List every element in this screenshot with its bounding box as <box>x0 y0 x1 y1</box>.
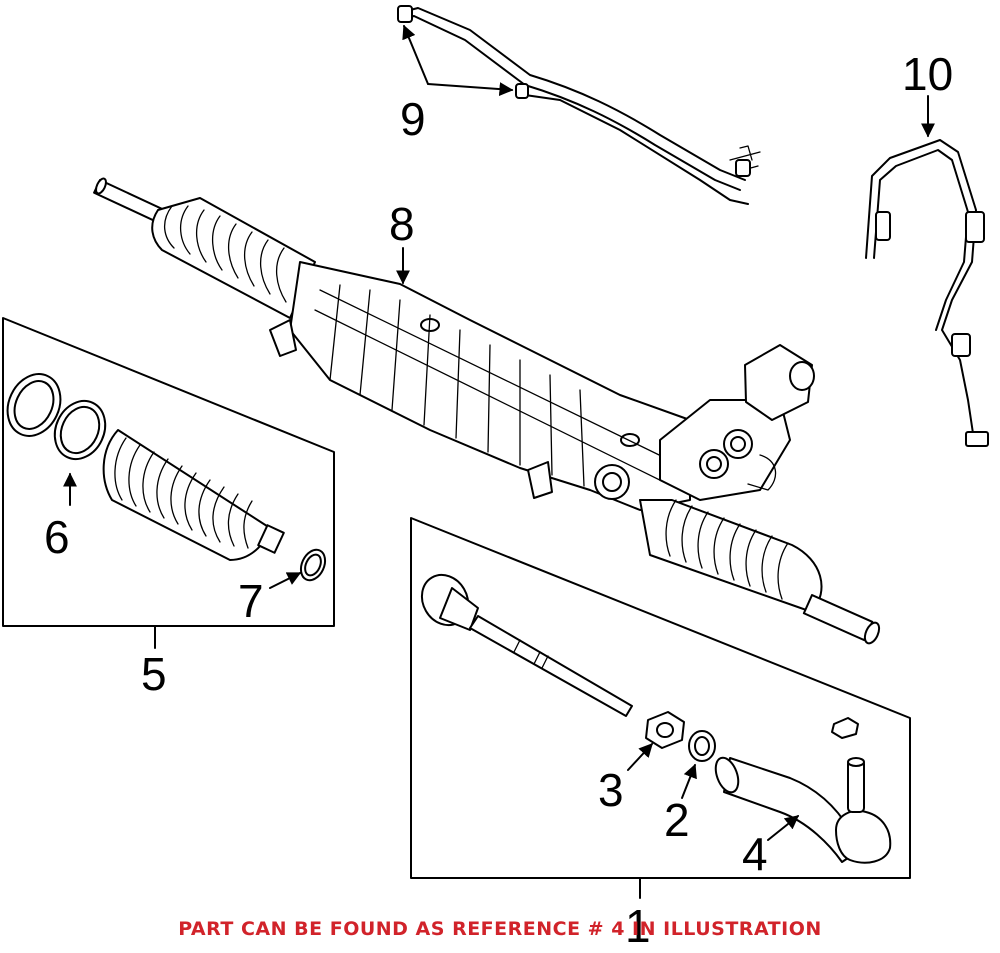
sensor-wire <box>865 139 989 447</box>
callout-2: 2 <box>664 794 690 846</box>
reference-caption: PART CAN BE FOUND AS REFERENCE # 4 IN IL… <box>178 918 822 940</box>
callout-8: 8 <box>389 198 415 250</box>
inner-tie-rod <box>420 573 633 717</box>
steering-rack <box>93 177 881 645</box>
boot-kit-panel <box>2 317 335 649</box>
steering-boot <box>102 429 285 561</box>
callout-7: 7 <box>238 575 264 627</box>
hydraulic-lines <box>397 5 761 205</box>
callout-4: 4 <box>742 828 768 880</box>
tie-rod-panel <box>410 517 911 899</box>
callout-9: 9 <box>400 93 426 145</box>
outer-tie-rod-end <box>714 717 892 864</box>
callout-1: 1 <box>625 900 651 952</box>
callout-10: 10 <box>902 48 953 100</box>
callout-5: 5 <box>141 648 167 700</box>
callout-3: 3 <box>598 764 624 816</box>
callout-6: 6 <box>44 511 70 563</box>
